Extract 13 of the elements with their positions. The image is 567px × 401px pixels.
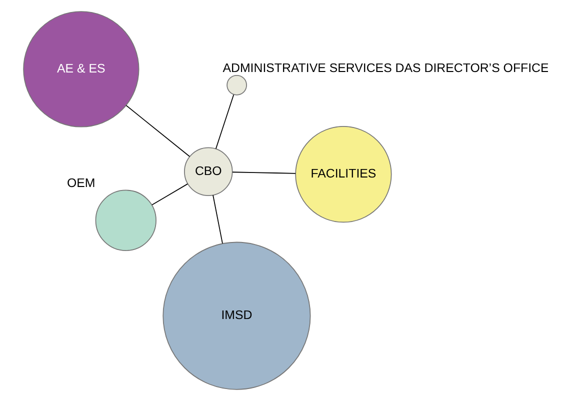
connector: [232, 172, 296, 174]
connector: [215, 94, 234, 150]
node-label: OEM: [66, 176, 95, 190]
node-circle: CBO: [184, 147, 232, 196]
node-circle: AE & ES: [22, 11, 139, 128]
connector: [151, 184, 188, 206]
node-circle: [226, 74, 246, 96]
node-circle: IMSD: [162, 242, 310, 390]
node-label: ADMINISTRATIVE SERVICES DAS DIRECTOR’S OFFICE: [222, 61, 548, 76]
connector: [212, 194, 222, 244]
node-circle: FACILITIES: [294, 126, 392, 223]
node-circle: [94, 190, 156, 251]
connector: [125, 104, 190, 157]
